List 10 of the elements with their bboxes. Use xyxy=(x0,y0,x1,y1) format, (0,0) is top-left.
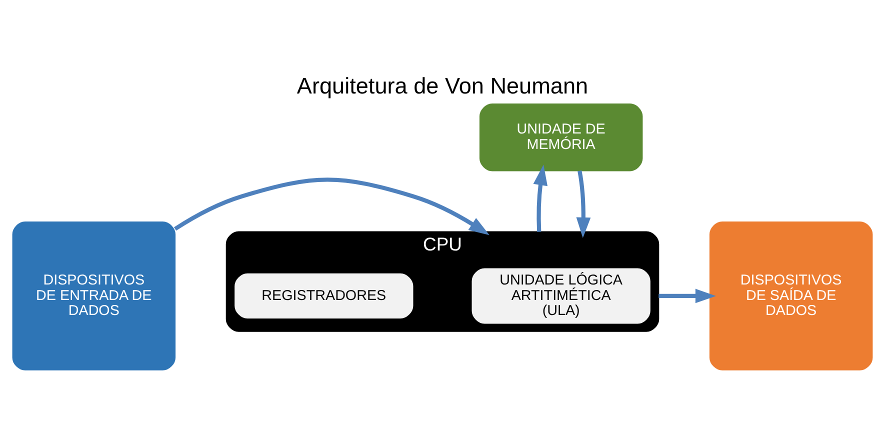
arrow xyxy=(658,288,716,304)
node-box: DISPOSITIVOS DE SAÍDA DE DADOS xyxy=(709,222,873,370)
node-box: UNIDADE LÓGICA ARTITIMÉTICA (ULA) xyxy=(472,268,650,324)
node-box: UNIDADE DE MEMÓRIA xyxy=(479,103,643,172)
node-box: DISPOSITIVOS DE ENTRADA DE DADOS xyxy=(12,222,176,370)
arrow xyxy=(576,170,591,238)
node-box: REGISTRADORES xyxy=(234,273,414,319)
arrow xyxy=(533,164,548,232)
diagram-title: Arquitetura de Von Neumann xyxy=(296,73,588,98)
arrow xyxy=(174,178,490,236)
